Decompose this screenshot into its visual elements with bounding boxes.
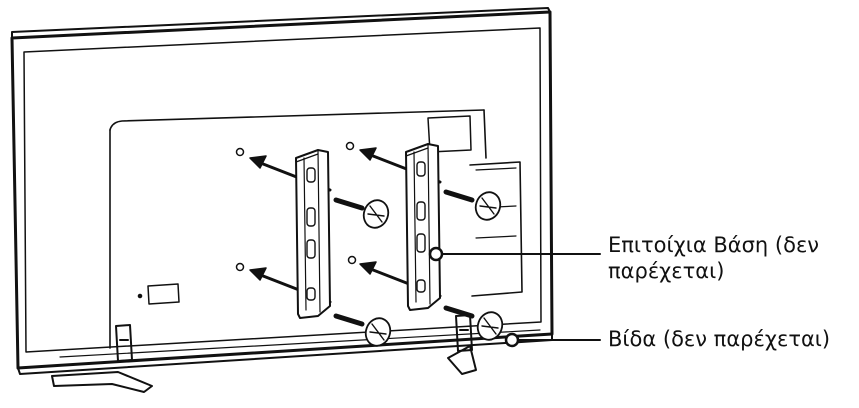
mount-hole-top-left xyxy=(235,147,245,157)
screw-label: Βίδα (δεν παρέχεται) xyxy=(608,327,831,351)
callout-dot-screw xyxy=(504,332,520,348)
wall-bracket-left xyxy=(295,149,331,319)
mount-hole-top-right xyxy=(345,141,355,151)
mount-hole-bottom-right xyxy=(347,255,357,265)
wall-bracket-label-line1: Επιτοίχια Βάση (δεν xyxy=(608,233,820,257)
callout-dot-bracket xyxy=(428,246,444,262)
wall-bracket-right xyxy=(405,143,441,311)
screw-top-right xyxy=(443,189,502,221)
mount-hole-bottom-left xyxy=(235,262,245,272)
screw-bottom-right xyxy=(443,305,504,341)
wall-bracket-label: Επιτοίχια Βάση (δεν παρέχεται) xyxy=(608,232,819,284)
screws xyxy=(333,189,504,347)
callouts xyxy=(428,246,601,348)
wall-bracket-label-line2: παρέχεται) xyxy=(608,259,725,283)
screw-bottom-left xyxy=(333,313,392,347)
tv-back-panel xyxy=(10,7,554,375)
screw-top-left xyxy=(333,197,390,229)
mounting-holes xyxy=(235,141,357,272)
